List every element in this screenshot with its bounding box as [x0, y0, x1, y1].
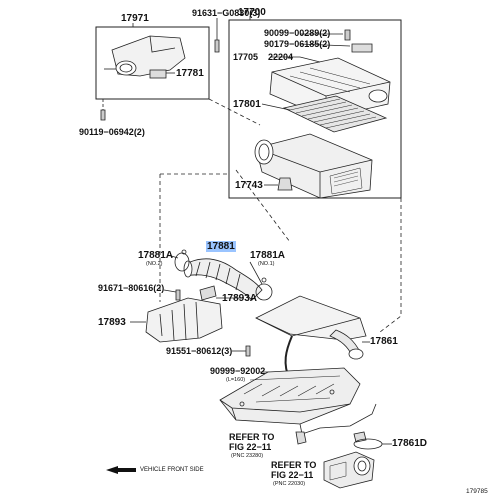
label-17861d: 17861D [392, 438, 428, 449]
ref2-line1: REFER TO [271, 460, 317, 470]
ref1-line3: (PNC 23280) [231, 453, 264, 459]
label-17881a-right: 17881A [250, 250, 286, 261]
vehicle-front-label: VEHICLE FRONT SIDE [140, 467, 204, 473]
label-17893a: 17893A [222, 293, 258, 304]
label-17971: 17971 [121, 13, 149, 24]
label-91671: 91671−80616(2) [98, 283, 165, 293]
label-90099-00289: 90099−00289(2) [264, 28, 331, 38]
label-17700: 17700 [238, 7, 266, 18]
engine-cover [219, 367, 361, 425]
throttle-body [323, 451, 375, 489]
label-17881a-left-sub: (NO.2) [146, 261, 163, 267]
label-17705: 17705 [233, 52, 259, 62]
label-17893: 17893 [98, 317, 126, 328]
label-17801: 17801 [233, 99, 261, 110]
label-90179: 90179−06185(2) [264, 39, 331, 49]
label-90999-sub: (L=160) [226, 377, 246, 383]
label-90999: 90999−92002 [210, 366, 266, 376]
diagram-id: 179785 [466, 488, 488, 495]
label-17881a-left: 17881A [138, 250, 174, 261]
inlet-duct [130, 285, 244, 343]
air-hose [167, 249, 273, 301]
label-17881-highlighted[interactable]: 17881 [206, 241, 236, 252]
ref2-line3: (PNC 22030) [273, 481, 306, 487]
label-17743: 17743 [235, 180, 263, 191]
ref2-line2[interactable]: FIG 22−11 [271, 470, 314, 480]
label-17881a-right-sub: (NO.1) [258, 261, 275, 267]
label-90119: 90119−06942(2) [79, 127, 145, 137]
ref1-line1: REFER TO [229, 432, 275, 442]
air-cleaner-box [214, 16, 402, 199]
label-17861: 17861 [370, 336, 398, 347]
intake-hose [232, 295, 370, 360]
label-22204: 22204 [268, 52, 294, 62]
label-91551: 91551−80612(3) [166, 346, 233, 356]
resonator-box [95, 23, 261, 126]
label-91631: 91631−G0830(3) [192, 8, 261, 18]
label-17781: 17781 [176, 68, 204, 79]
ref1-line2[interactable]: FIG 22−11 [229, 442, 272, 452]
